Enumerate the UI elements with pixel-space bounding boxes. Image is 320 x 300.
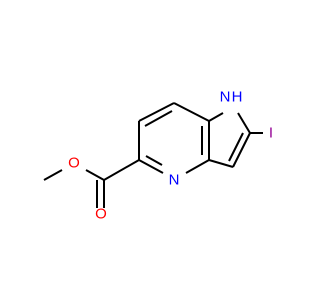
bond-c7-c6 bbox=[138, 102, 175, 122]
bond-c7-c6-inner bbox=[144, 110, 173, 127]
bond-n1-c2 bbox=[237, 112, 251, 134]
bond-c2-c3-inner bbox=[228, 132, 244, 162]
oxygen-carbonyl-label: O bbox=[95, 206, 107, 223]
bond-group bbox=[43, 102, 263, 208]
bond-c7a-n1 bbox=[208, 112, 224, 122]
atom-label-n1h: N H bbox=[220, 89, 243, 106]
bond-oester-methyl bbox=[43, 169, 63, 181]
nitrogen-pyridine-label: N bbox=[169, 172, 180, 189]
bond-ccarbonyl-oester bbox=[85, 169, 105, 181]
nitrogen-h-hydrogen-label: H bbox=[232, 89, 243, 106]
iodine-label: I bbox=[269, 125, 273, 142]
bond-c5-n4-inner bbox=[145, 155, 163, 166]
nitrogen-h-label: N bbox=[220, 89, 231, 106]
bond-c5-ccarbonyl bbox=[103, 159, 140, 181]
bond-n4-c3a bbox=[185, 159, 210, 174]
bond-c7a-c7 bbox=[173, 102, 210, 122]
bond-c3-c3a bbox=[208, 159, 234, 168]
bond-c5-n4 bbox=[138, 159, 164, 174]
oxygen-ester-label: O bbox=[68, 155, 80, 172]
bond-c2-c3 bbox=[232, 132, 251, 168]
molecule-structure: N H N I O O bbox=[43, 89, 273, 223]
